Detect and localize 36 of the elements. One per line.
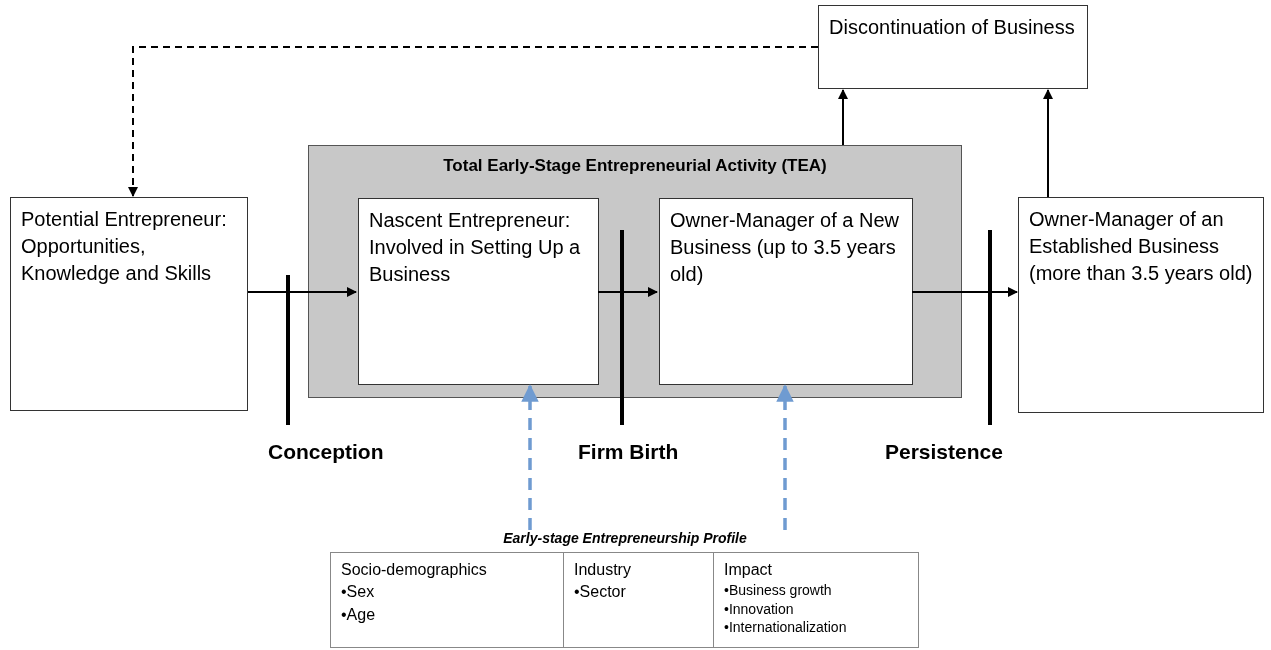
node-text: Discontinuation of Business	[829, 15, 1076, 40]
process-box	[10, 197, 248, 411]
stage-label: Firm Birth	[578, 440, 679, 464]
cell-heading: Industry	[574, 560, 632, 580]
list-item: •Sector	[574, 582, 627, 603]
list-item: •Business growth	[724, 581, 833, 600]
arrow	[1043, 89, 1053, 198]
node-text: Potential Entrepreneur: Opportunities, Knowledge and Skills	[21, 207, 228, 286]
process-box	[659, 198, 913, 385]
stage-label: Persistence	[885, 440, 1003, 464]
cell-heading: Socio-demographics	[341, 560, 488, 580]
table-cell	[563, 552, 714, 648]
arrow	[247, 287, 357, 297]
arrow	[128, 46, 819, 197]
process-box	[1018, 197, 1264, 413]
table-cell	[330, 552, 564, 648]
list-item: •Internationalization	[724, 617, 848, 636]
table-cell	[713, 552, 919, 648]
process-box	[818, 5, 1088, 89]
list-item: •Innovation	[724, 599, 795, 618]
list-item: •Sex	[341, 582, 376, 603]
node-text: Owner-Manager of a New Business (up to 3.5 years old)	[670, 208, 900, 287]
process-box	[358, 198, 599, 385]
arrow	[911, 287, 1018, 297]
arrow	[597, 287, 658, 297]
list-item: •Age	[341, 604, 377, 625]
node-text: Nascent Entrepreneur: Involved in Setting Up a Business	[369, 208, 582, 287]
arrow	[838, 89, 848, 146]
stage-label: Conception	[268, 440, 384, 464]
table-title: Early-stage Entrepreneurship Profile	[502, 530, 748, 546]
group-box	[308, 145, 962, 398]
arrow	[776, 384, 794, 530]
node-text: Owner-Manager of an Established Business (more than 3.5 years old)	[1029, 207, 1253, 286]
cell-heading: Impact	[724, 560, 773, 580]
arrow	[521, 384, 539, 530]
group-title: Total Early-Stage Entrepreneurial Activity (TEA)	[442, 156, 828, 176]
